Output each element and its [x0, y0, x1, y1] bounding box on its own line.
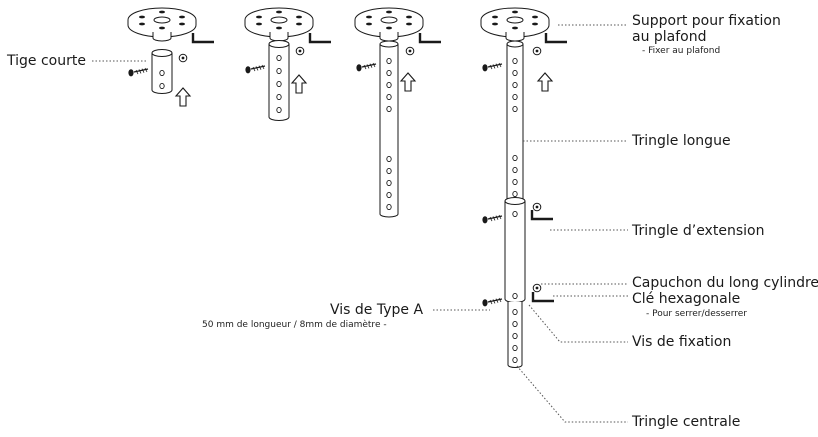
label-hex-key-sub: - Pour serrer/desserrer	[646, 309, 747, 319]
leader-lines	[92, 24, 628, 423]
label-ceiling-mount-2: au plafond	[632, 29, 707, 45]
assembly-medium-rod	[244, 7, 333, 121]
label-ceiling-mount-sub: - Fixer au plafond	[642, 46, 721, 56]
label-screw-type-a-sub: 50 mm de longueur / 8mm de diamètre -	[202, 320, 387, 330]
label-screw-type-a: Vis de Type A	[330, 302, 424, 318]
label-ceiling-mount-1: Support pour fixation	[632, 13, 781, 29]
label-long-rod: Tringle longue	[632, 133, 731, 149]
label-extension-rod: Tringle d’extension	[632, 223, 765, 239]
label-long-cylinder-cap: Capuchon du long cylindre	[632, 275, 818, 291]
label-fixing-screw: Vis de fixation	[632, 334, 732, 350]
label-center-rod: Tringle centrale	[632, 414, 741, 430]
label-hex-key: Clé hexagonale	[632, 291, 741, 307]
assembly-full	[480, 7, 569, 368]
assembly-long-rod	[354, 7, 443, 218]
label-short-rod: Tige courte	[7, 53, 86, 69]
assembly-short-rod	[127, 7, 216, 107]
